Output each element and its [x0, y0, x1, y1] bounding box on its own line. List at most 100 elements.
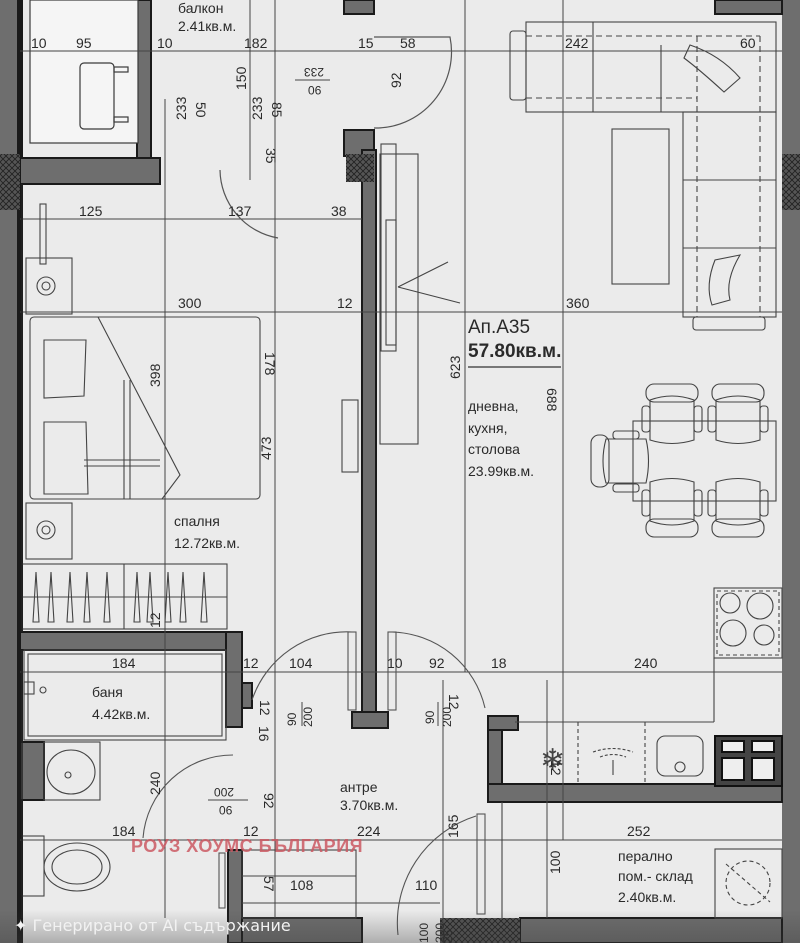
dimension: 12	[243, 655, 259, 671]
dimension: 360	[566, 295, 590, 311]
bed	[29, 316, 261, 500]
dimension: 35	[263, 148, 279, 164]
dimension: 110	[415, 877, 438, 893]
sliding-door	[341, 143, 461, 473]
dimension: 242	[565, 35, 589, 51]
balcony-name: балкон	[178, 0, 224, 16]
door-size-denominator: 200	[301, 706, 315, 727]
ai-notice: ✦ Генерирано от AI съдържание	[14, 916, 291, 935]
living-room-area: 23.99кв.м.	[468, 463, 535, 480]
dimension: 473	[258, 436, 274, 460]
water-heater	[29, 0, 139, 144]
bathroom-label: баня 4.42кв.м.	[92, 682, 150, 725]
apartment-info: Ап.А35 57.80кв.м.	[468, 316, 562, 368]
dimension: 16	[256, 726, 272, 742]
laundry-area: 2.40кв.м.	[618, 888, 677, 905]
dimension: 178	[262, 352, 278, 376]
ai-notice-text: Генерирано от AI съдържание	[32, 916, 291, 935]
laundry-name-1: перално	[618, 848, 673, 864]
door-ratio-lines	[208, 79, 439, 801]
dimension: 224	[357, 823, 381, 839]
coffee-table	[611, 128, 670, 285]
bedroom-name: спалня	[174, 513, 220, 529]
dimension: 240	[634, 655, 658, 671]
dimension: 92	[261, 793, 277, 809]
hall-lines	[241, 849, 357, 919]
balcony-label: балкон 2.41кв.м.	[178, 0, 236, 35]
door-size-numerator: 233	[304, 65, 325, 79]
dimension: 137	[228, 203, 252, 219]
dimension: 184	[112, 655, 136, 671]
watermark: РОУЗ ХОУМС БЪЛГАРИЯ	[131, 836, 364, 856]
bedroom-area: 12.72кв.м.	[174, 534, 241, 551]
laundry-label: перално пом.- склад 2.40кв.м.	[618, 846, 693, 907]
laundry-name-2: пом.- склад	[618, 868, 693, 885]
dimension: 50	[193, 102, 209, 118]
sparkle-icon: ✦	[14, 916, 33, 935]
hall-label: антре 3.70кв.м.	[340, 778, 398, 814]
oven	[714, 735, 783, 787]
svg-text:❄: ❄	[540, 743, 565, 778]
dimension: 165	[445, 814, 461, 838]
balcony-door	[219, 36, 453, 239]
living-room-name-3: столова	[468, 441, 520, 458]
dimension: 184	[112, 823, 136, 839]
bathroom-name: баня	[92, 684, 123, 700]
apartment-name: Ап.А35	[468, 317, 531, 338]
dimension: 10	[157, 35, 173, 51]
dimension: 182	[244, 35, 268, 51]
dimension: 398	[147, 363, 163, 387]
washing-machine	[501, 802, 783, 919]
dimension: 57	[261, 876, 277, 892]
dimension: 104	[289, 655, 313, 671]
door-size-numerator: 90	[285, 712, 299, 726]
toilet	[21, 835, 111, 897]
dimension: 100	[547, 850, 563, 874]
dimension: 85	[269, 102, 285, 118]
dimension: 60	[740, 35, 756, 51]
door-size-denominator: 90	[308, 83, 322, 97]
door-size-denominator: 90	[219, 803, 233, 817]
living-room-name-2: кухня,	[468, 419, 508, 436]
dimension: 12	[337, 295, 353, 311]
bathroom-area: 4.42кв.м.	[92, 705, 151, 722]
dining-set	[590, 383, 777, 538]
dimension: 688	[544, 388, 560, 412]
dimension: 12	[548, 760, 564, 776]
dimension: 92	[388, 72, 404, 88]
dimension: 12	[243, 823, 259, 839]
dimension: 233	[173, 96, 189, 120]
dimension-lines	[20, 0, 782, 943]
dimension: 15	[358, 35, 374, 51]
dimension: 108	[290, 877, 314, 893]
dimension: 300	[178, 295, 202, 311]
dimension: 38	[331, 203, 347, 219]
hall-name: антре	[340, 779, 378, 795]
dimension: 12	[446, 694, 462, 710]
sofa	[509, 21, 777, 331]
kitchen-counter: ❄	[515, 658, 715, 784]
door-size-numerator: 200	[214, 785, 235, 799]
bedroom-label: спалня 12.72кв.м.	[174, 511, 240, 554]
dimension: 18	[491, 655, 507, 671]
dimension: 240	[147, 771, 163, 795]
dimension: 125	[79, 203, 103, 219]
dimension: 150	[233, 66, 249, 90]
dimension: 58	[400, 35, 416, 51]
living-room-name-1: дневна,	[468, 398, 519, 414]
dimension: 10	[31, 35, 47, 51]
balcony-area: 2.41кв.м.	[178, 17, 237, 34]
dimension: 252	[627, 823, 651, 839]
sink	[43, 741, 101, 801]
dimension: 623	[447, 355, 463, 379]
columns	[0, 154, 800, 943]
ai-notice-bar: ✦ Генерирано от AI съдържание	[0, 910, 800, 943]
wardrobe	[21, 563, 228, 630]
cooktop	[713, 587, 783, 659]
door-size-numerator: 90	[423, 710, 437, 724]
bathtub	[23, 649, 227, 741]
hall-area: 3.70кв.м.	[340, 797, 399, 814]
nightstand	[25, 203, 73, 560]
